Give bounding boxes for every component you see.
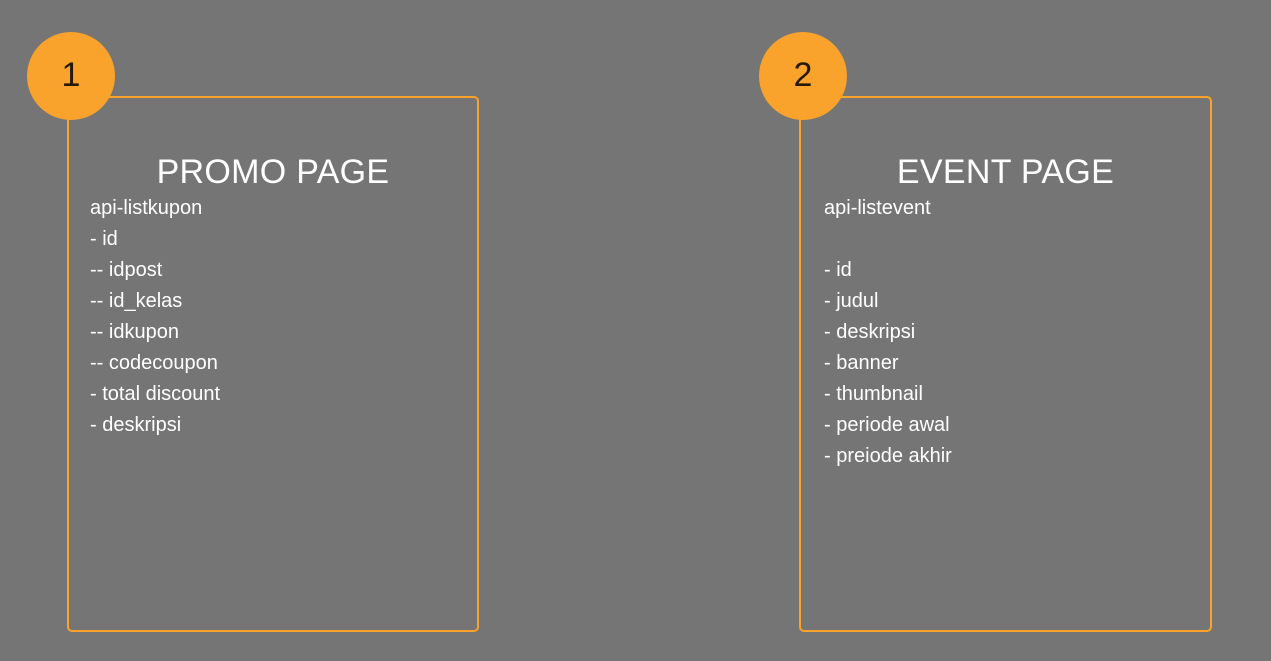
event-page-field-list: api-listevent - id - judul - deskripsi - ban… [824, 193, 1198, 472]
event-page-card[interactable]: EVENT PAGE api-listevent - id - judul - des… [799, 96, 1212, 632]
step-badge-1-label: 1 [61, 56, 81, 94]
field-list-item: - deskripsi [824, 321, 916, 343]
event-page-title: EVENT PAGE [896, 153, 1115, 192]
step-number-badge-1[interactable]: 1 [27, 32, 115, 120]
field-list-item: - id [824, 259, 852, 281]
field-list-item: - thumbnail [824, 383, 923, 405]
promo-page-card[interactable]: PROMO PAGE api-listkupon - id -- idpost -- … [67, 96, 479, 632]
field-list-item: api-listevent [824, 197, 931, 219]
field-list-item: - total discount [90, 383, 221, 405]
step-number-badge-2[interactable]: 2 [759, 32, 847, 120]
field-list-item: -- idpost [90, 259, 163, 281]
step-badge-2-label: 2 [793, 56, 813, 94]
field-list-item: - deskripsi [90, 414, 182, 436]
field-list-item: -- codecoupon [90, 352, 218, 374]
field-list-item: -- idkupon [90, 321, 179, 343]
promo-page-field-list: api-listkupon - id -- idpost -- id_kelas -- … [90, 193, 465, 441]
field-list-item: - preiode akhir [824, 445, 952, 467]
promo-page-title: PROMO PAGE [156, 153, 390, 192]
field-list-item: - id [90, 228, 118, 250]
field-list-item: - banner [824, 352, 899, 374]
field-list-item: - periode awal [824, 414, 950, 436]
field-list-item: - judul [824, 290, 879, 312]
field-list-spacer [824, 224, 1198, 255]
field-list-item: api-listkupon [90, 197, 203, 219]
field-list-item: -- id_kelas [90, 290, 183, 312]
